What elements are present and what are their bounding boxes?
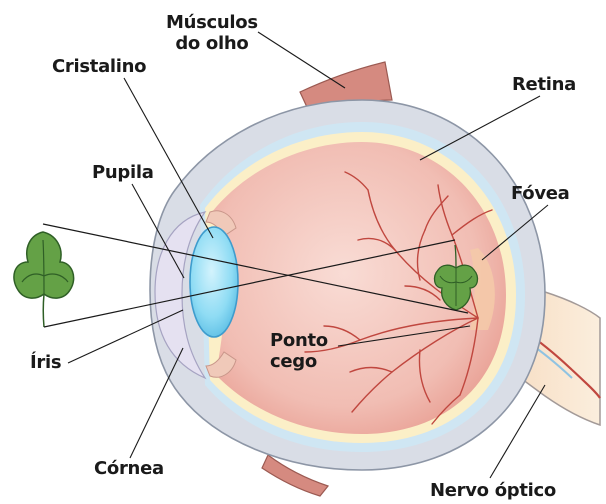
label-fovea-text: Fóvea <box>511 183 570 204</box>
label-cristalino: Cristalino <box>52 56 146 77</box>
label-fovea: Fóvea <box>511 183 570 204</box>
label-retina-text: Retina <box>512 74 576 95</box>
label-iris-text: Íris <box>30 352 61 373</box>
lens <box>190 227 238 337</box>
label-cornea: Córnea <box>94 458 164 479</box>
label-ponto-cego: Ponto cego <box>270 330 328 372</box>
label-nervo-optico-text: Nervo óptico <box>430 480 556 501</box>
label-musculos-line2: do olho <box>166 33 258 54</box>
label-retina: Retina <box>512 74 576 95</box>
label-iris: Íris <box>30 352 61 373</box>
label-cornea-text: Córnea <box>94 458 164 479</box>
object-leaf <box>14 232 74 327</box>
label-pupila: Pupila <box>92 162 154 183</box>
label-ponto-cego-line2: cego <box>270 351 328 372</box>
label-nervo-optico: Nervo óptico <box>430 480 556 501</box>
label-cristalino-text: Cristalino <box>52 56 146 77</box>
label-musculos-line1: Músculos <box>166 12 258 33</box>
label-pupila-text: Pupila <box>92 162 154 183</box>
label-ponto-cego-line1: Ponto <box>270 330 328 351</box>
label-musculos-do-olho: Músculos do olho <box>166 12 258 54</box>
